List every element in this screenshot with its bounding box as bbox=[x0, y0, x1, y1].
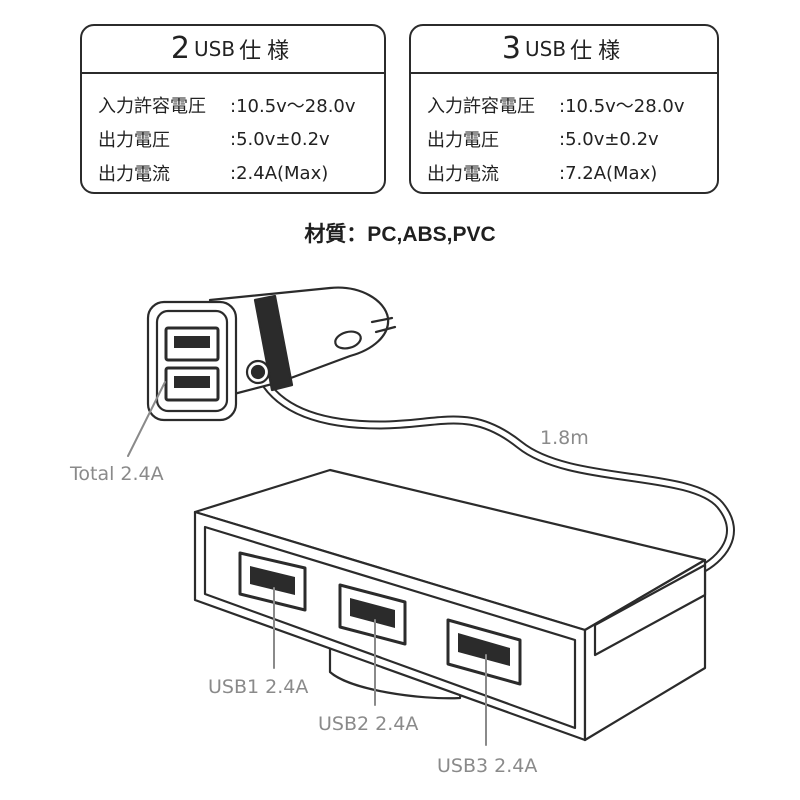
spec-usb-label: USB bbox=[525, 37, 567, 61]
usb-hub-icon bbox=[193, 468, 707, 742]
callout-lines bbox=[127, 381, 487, 746]
spec-row-output-current: 出力電流 :7.2A(Max) bbox=[427, 156, 717, 190]
spec-value: :2.4A(Max) bbox=[230, 162, 329, 184]
spec-label: 入力許容電圧 bbox=[427, 96, 535, 117]
spec-value: :10.5v〜28.0v bbox=[559, 96, 685, 117]
spec-row-input-voltage: 入力許容電圧 :10.5v〜28.0v bbox=[98, 88, 384, 122]
usb3-label: USB3 2.4A bbox=[437, 755, 537, 777]
spec-label: 出力電圧 bbox=[98, 130, 170, 151]
spec-row-output-voltage: 出力電圧 :5.0v±0.2v bbox=[98, 122, 384, 156]
spec-card-title: 2 USB 仕様 bbox=[82, 26, 384, 74]
spec-row-output-voltage: 出力電圧 :5.0v±0.2v bbox=[427, 122, 717, 156]
spec-value: :10.5v〜28.0v bbox=[230, 96, 356, 117]
spec-label: 出力電流 bbox=[98, 164, 170, 185]
spec-heading-word: 仕様 bbox=[239, 39, 296, 64]
spec-usb-label: USB bbox=[194, 37, 236, 61]
spec-card-3usb: 3 USB 仕様 入力許容電圧 :10.5v〜28.0v 出力電圧 :5.0v±… bbox=[409, 24, 719, 194]
total-output-label: Total 2.4A bbox=[69, 463, 164, 485]
usb1-label: USB1 2.4A bbox=[208, 676, 308, 698]
spec-value: :5.0v±0.2v bbox=[559, 128, 659, 150]
spec-label: 入力許容電圧 bbox=[98, 96, 206, 117]
material-text: 材質：PC,ABS,PVC bbox=[304, 223, 496, 246]
spec-card-title: 3 USB 仕様 bbox=[411, 26, 717, 74]
spec-row-input-voltage: 入力許容電圧 :10.5v〜28.0v bbox=[427, 88, 717, 122]
spec-card-2usb: 2 USB 仕様 入力許容電圧 :10.5v〜28.0v 出力電圧 :5.0v±… bbox=[80, 24, 386, 194]
spec-label: 出力電圧 bbox=[427, 130, 499, 151]
cable bbox=[257, 373, 735, 575]
spec-heading-word: 仕様 bbox=[570, 39, 627, 64]
spec-row-output-current: 出力電流 :2.4A(Max) bbox=[98, 156, 384, 190]
spec-value: :5.0v±0.2v bbox=[230, 128, 330, 150]
cable-length-label: 1.8m bbox=[540, 427, 589, 449]
spec-port-count: 2 bbox=[170, 31, 190, 66]
spec-port-count: 3 bbox=[501, 31, 521, 66]
spec-value: :7.2A(Max) bbox=[559, 162, 658, 184]
usb2-label: USB2 2.4A bbox=[318, 713, 418, 735]
spec-label: 出力電流 bbox=[427, 164, 499, 185]
car-charger-icon bbox=[146, 286, 397, 422]
